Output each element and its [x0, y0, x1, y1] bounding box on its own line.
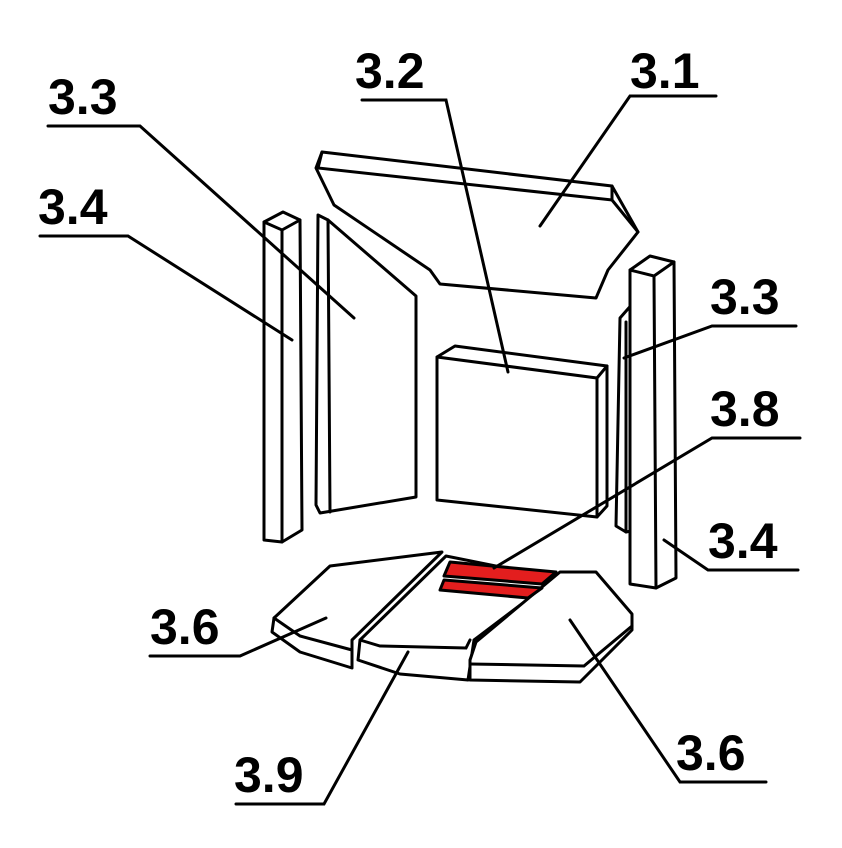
leader-3-3-right [622, 324, 798, 360]
callout-labels: 3.1 3.2 3.3 3.4 3.3 3.8 3.4 3.6 3.9 3.6 [38, 43, 780, 803]
leader-3-4-left [38, 234, 294, 342]
callout-3-1: 3.1 [630, 43, 700, 99]
callout-3-3-right: 3.3 [710, 269, 780, 325]
leader-3-6-left [148, 616, 328, 658]
leader-3-1 [538, 94, 718, 228]
callout-3-2: 3.2 [355, 43, 425, 99]
callout-3-6-right: 3.6 [676, 725, 746, 781]
callout-3-8: 3.8 [710, 381, 780, 437]
leader-3-2 [360, 98, 510, 374]
baffle-plate-3-1 [314, 150, 640, 300]
leader-lines [38, 94, 802, 806]
callout-3-4-left: 3.4 [38, 179, 108, 235]
upright-bar-3-4-left [262, 210, 304, 544]
callout-3-4-right: 3.4 [708, 513, 778, 569]
upright-bar-3-4-right [628, 254, 678, 590]
grate-part-3-8-lower [438, 578, 544, 600]
side-plate-3-3-left [314, 213, 418, 515]
grate-part-3-8-upper [442, 560, 558, 586]
floor-plate-3-6-left [270, 550, 444, 670]
callout-3-9: 3.9 [234, 747, 304, 803]
callout-3-6-left: 3.6 [150, 599, 220, 655]
leader-3-3-left [46, 124, 356, 320]
callout-3-3-left: 3.3 [48, 69, 118, 125]
floor-plate-3-6-right [468, 570, 634, 684]
leader-3-8 [492, 436, 802, 570]
back-plate-3-2 [435, 344, 609, 519]
leader-3-9 [234, 650, 410, 806]
grate-part-3-8 [438, 560, 558, 600]
leader-3-6-right [568, 618, 768, 784]
leader-3-4-right [662, 538, 800, 572]
